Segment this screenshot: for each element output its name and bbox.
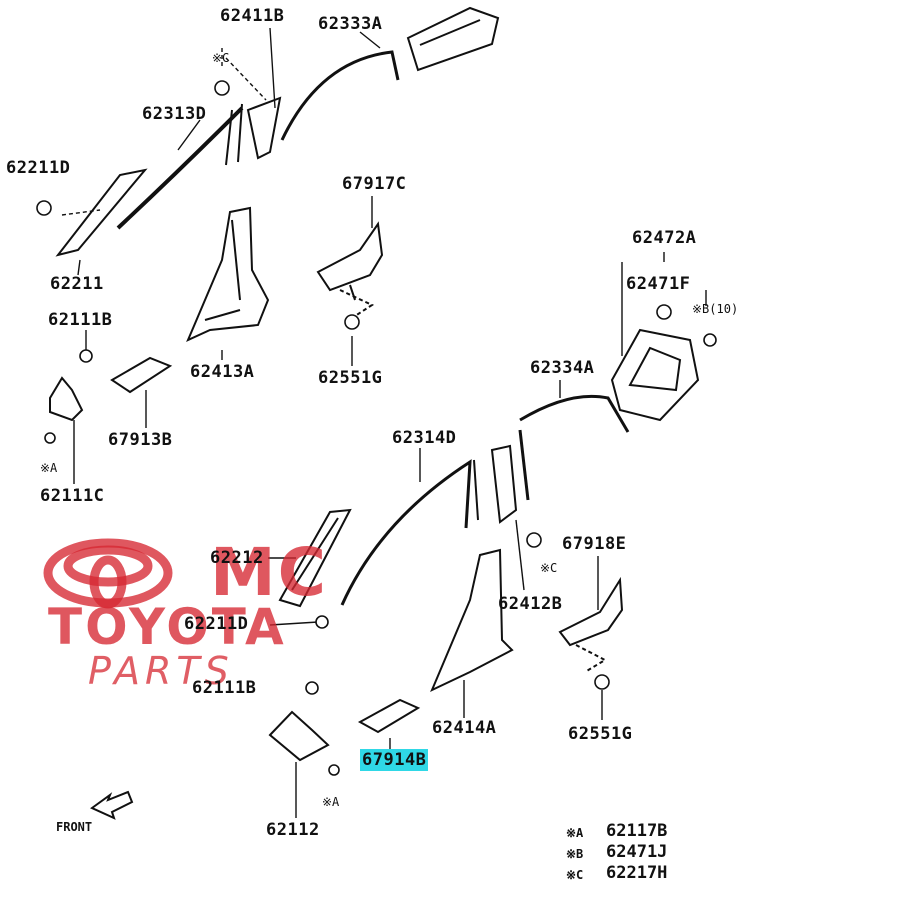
part-62472A — [610, 328, 700, 422]
label-62412B[interactable]: 62412B — [498, 594, 563, 614]
part-62413A — [186, 206, 270, 342]
part-62314D — [340, 459, 472, 606]
part-67913B — [110, 356, 173, 394]
clip — [344, 314, 360, 330]
label-62314D[interactable]: 62314D — [392, 428, 457, 448]
label-62551G-bottom[interactable]: 62551G — [568, 724, 633, 744]
label-62334A[interactable]: 62334A — [530, 358, 595, 378]
note-c-mid: ※C — [540, 561, 558, 575]
fastener-legend: ※A 62117B ※B 62471J ※C 62217H — [566, 822, 667, 885]
part-62111C — [49, 376, 84, 422]
part-62414A — [430, 548, 514, 693]
label-62211D-top[interactable]: 62211D — [6, 158, 71, 178]
label-62212[interactable]: 62212 — [210, 548, 264, 568]
note-a-bottom: ※A — [322, 795, 340, 809]
label-62211[interactable]: 62211 — [50, 274, 104, 294]
label-67914B-highlighted[interactable]: 67914B — [360, 749, 429, 771]
part-62211 — [55, 168, 148, 257]
front-arrow — [90, 790, 134, 820]
label-67913B[interactable]: 67913B — [108, 430, 173, 450]
clip — [315, 615, 329, 629]
part-62112 — [268, 710, 330, 762]
clip — [44, 432, 56, 444]
note-a-left: ※A — [40, 461, 58, 475]
label-62111C[interactable]: 62111C — [40, 486, 105, 506]
part-62412B — [490, 444, 518, 524]
label-62413A[interactable]: 62413A — [190, 362, 255, 382]
label-67917C[interactable]: 67917C — [342, 174, 407, 194]
clip — [594, 674, 610, 690]
note-b10: ※B(10) — [692, 302, 739, 316]
clip — [79, 349, 93, 363]
legend-part[interactable]: 62471J — [606, 842, 668, 862]
label-62111B-top[interactable]: 62111B — [48, 310, 113, 330]
label-62414A[interactable]: 62414A — [432, 718, 497, 738]
legend-part[interactable]: 62217H — [606, 863, 668, 883]
part-67917C — [316, 221, 384, 301]
clip — [36, 200, 52, 216]
part-62212 — [278, 508, 352, 608]
label-62112[interactable]: 62112 — [266, 820, 320, 840]
label-62551G-top[interactable]: 62551G — [318, 368, 383, 388]
label-62111B-bottom[interactable]: 62111B — [192, 678, 257, 698]
highlight-67914B[interactable]: 67914B — [360, 749, 429, 771]
clip — [526, 532, 542, 548]
legend-row: ※B 62471J — [566, 843, 667, 864]
watermark-parts: PARTS — [88, 649, 234, 693]
part-62313D — [116, 106, 244, 230]
clip — [305, 681, 319, 695]
note-c-top: ※C — [212, 51, 230, 65]
part-67918E — [558, 576, 624, 647]
label-62313D[interactable]: 62313D — [142, 104, 207, 124]
legend-mark: ※C — [566, 868, 584, 882]
part-62334A — [519, 394, 630, 433]
legend-mark: ※B — [566, 847, 584, 861]
label-62411B[interactable]: 62411B — [220, 6, 285, 26]
label-62471F[interactable]: 62471F — [626, 274, 691, 294]
part-62333A — [280, 50, 400, 141]
label-62472A[interactable]: 62472A — [632, 228, 697, 248]
front-label: FRONT — [56, 820, 93, 834]
legend-mark: ※A — [566, 826, 584, 840]
clip — [656, 304, 672, 320]
label-67918E[interactable]: 67918E — [562, 534, 627, 554]
watermark-mc: MC — [210, 534, 329, 611]
clip — [214, 80, 230, 96]
toyota-emblem-stem — [89, 555, 127, 609]
clip — [703, 333, 717, 347]
label-62211D-mid[interactable]: 62211D — [184, 614, 249, 634]
part-62411B — [246, 96, 282, 160]
legend-part[interactable]: 62117B — [606, 821, 668, 841]
legend-row: ※A 62117B — [566, 822, 667, 843]
toyota-emblem-inner — [63, 545, 153, 587]
legend-row: ※C 62217H — [566, 864, 667, 885]
clip — [328, 764, 340, 776]
label-62333A[interactable]: 62333A — [318, 14, 383, 34]
watermark-toyota: TOYOTA — [48, 598, 287, 656]
part-67914B — [357, 698, 421, 734]
